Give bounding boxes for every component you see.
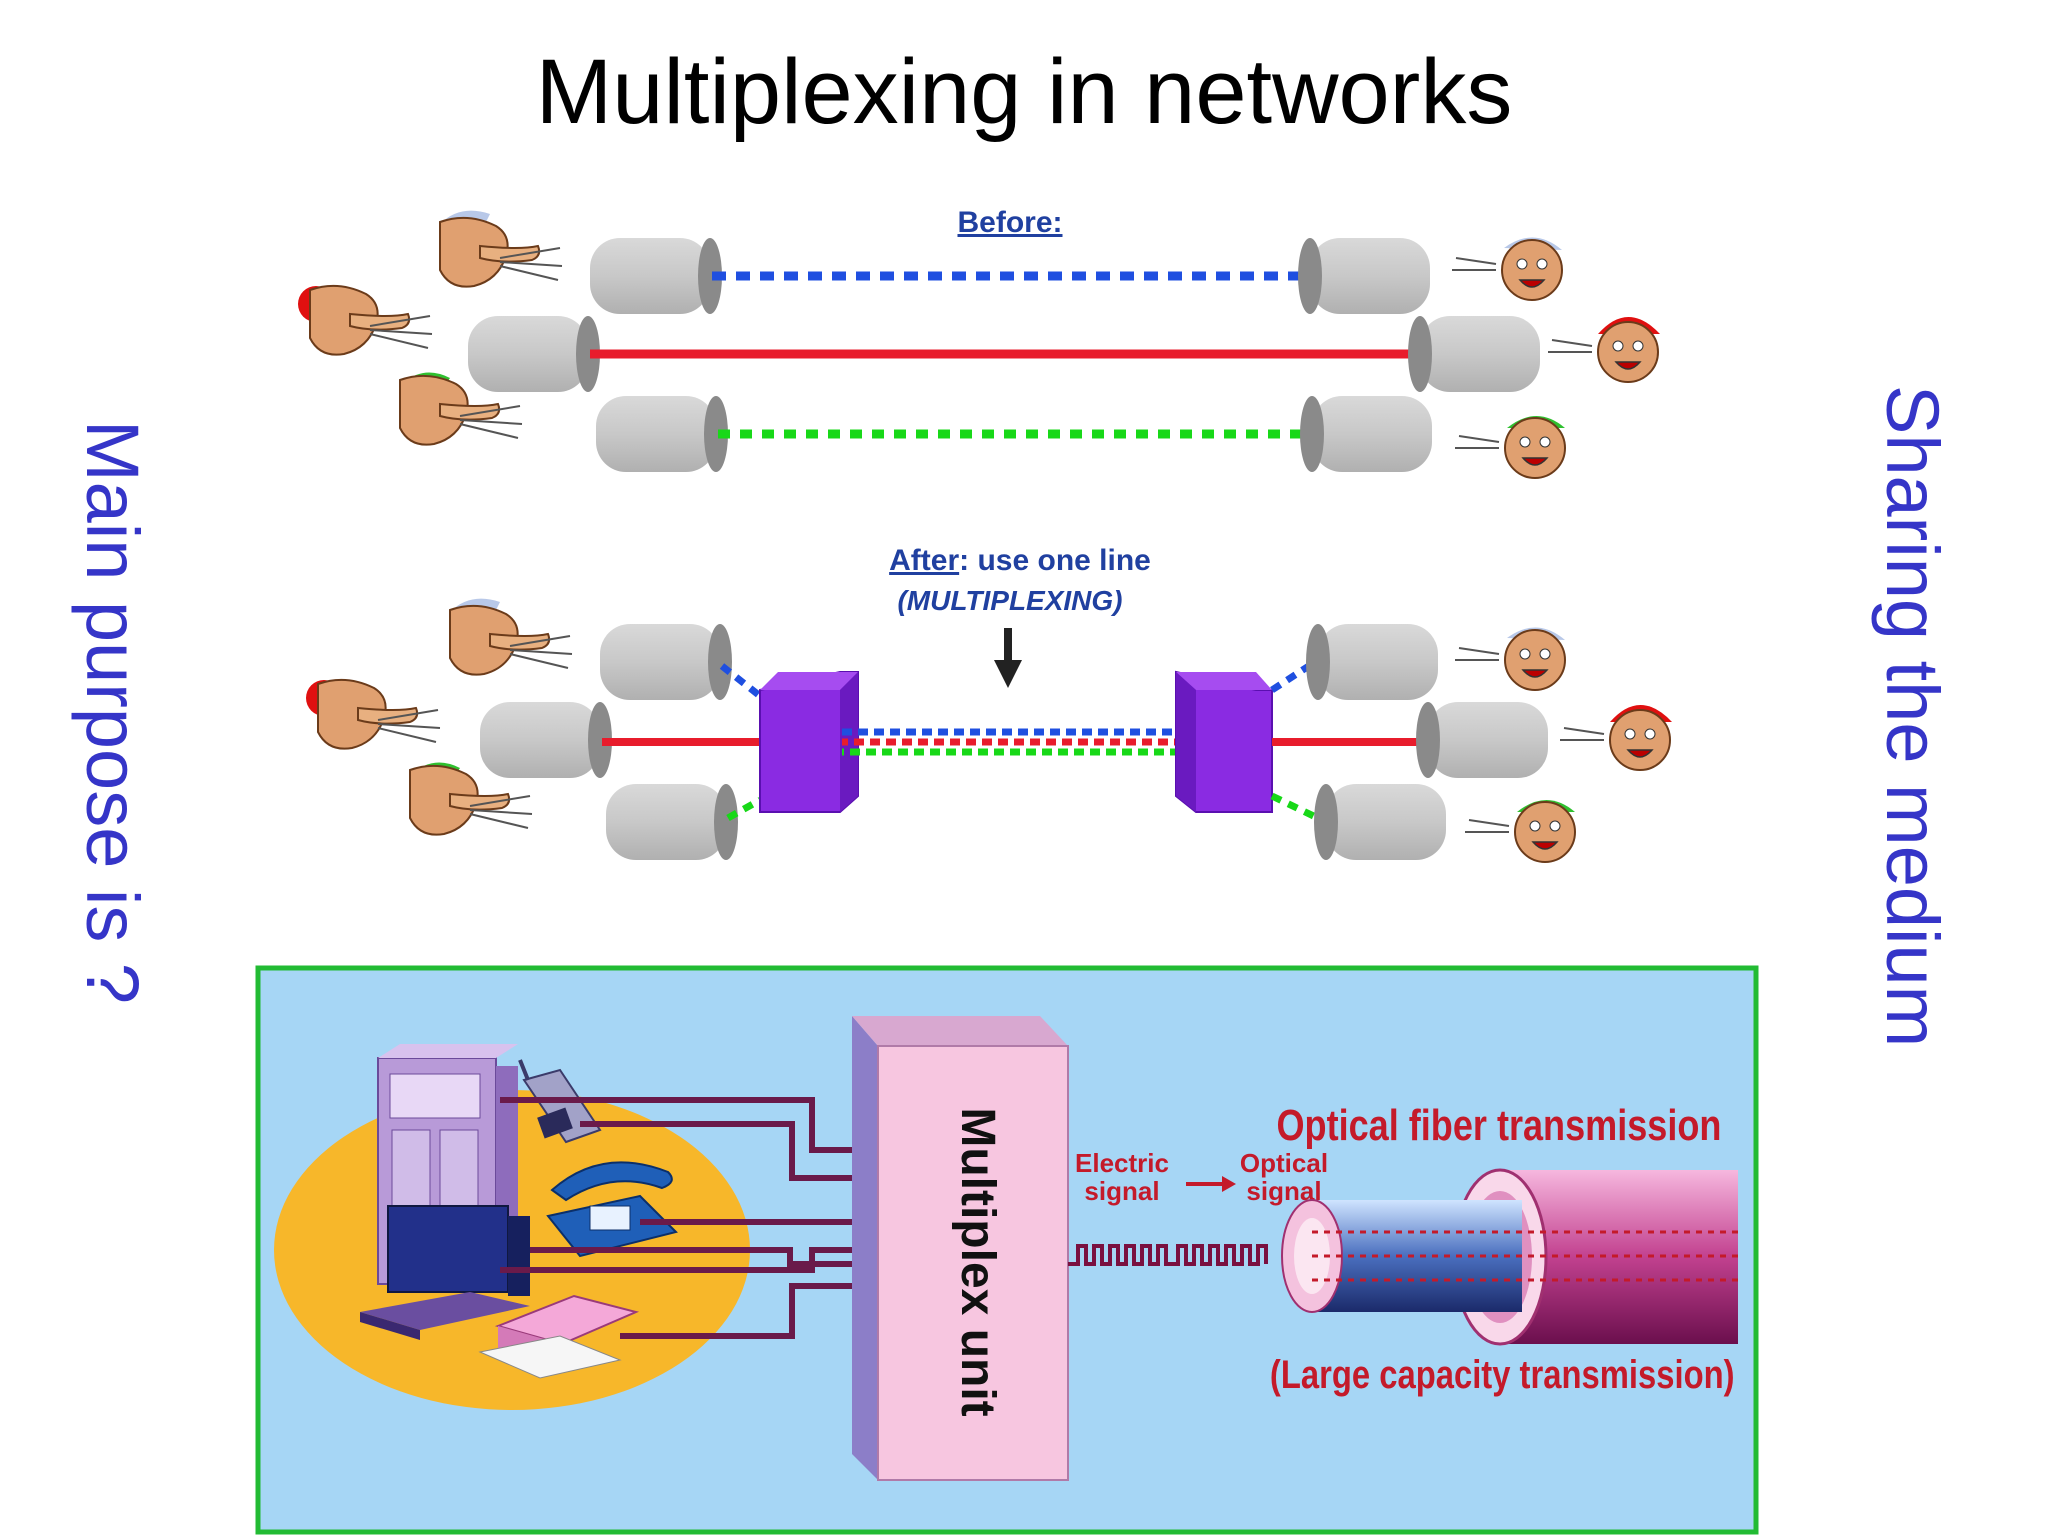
can-icon [1416, 702, 1548, 778]
mux-box-left [759, 671, 859, 813]
can-icon [596, 396, 728, 472]
signal-labels: Electric signal Optical signal [1075, 1148, 1328, 1206]
side-answer-label: Sharing the medium [1871, 385, 1954, 1048]
computer-icon [360, 1205, 530, 1340]
after-label-bold: After [889, 544, 959, 577]
side-question-label: Main purpose is ? [71, 420, 154, 1005]
multiplex-unit-label: Multiplex unit [951, 1107, 1004, 1416]
after-section: After: use one line (MULTIPLEXING) [306, 544, 1672, 863]
optical-panel: Multiplex unit Electric signal Optical s… [255, 965, 1759, 1535]
can-icon [468, 316, 600, 392]
before-row-blue [439, 210, 1563, 314]
optical-fiber-label: Optical fiber transmission [1277, 1101, 1722, 1150]
large-capacity-label: (Large capacity transmission) [1270, 1352, 1735, 1397]
can-icon [1306, 624, 1438, 700]
speaker-face-red [298, 284, 433, 356]
speaker-face-red [306, 678, 441, 750]
listener-face-blue [1454, 627, 1566, 691]
before-row-green [399, 372, 1566, 479]
optical-fiber-cable [1281, 1168, 1738, 1346]
device-wires [500, 1097, 868, 1339]
speaker-face-green [399, 372, 523, 446]
can-icon [590, 238, 722, 314]
can-icon [1408, 316, 1540, 392]
before-label: Before: [957, 206, 1062, 239]
can-icon [1300, 396, 1432, 472]
electric-signal-line1: Electric [1075, 1148, 1169, 1178]
electric-signal-line2: signal [1084, 1176, 1159, 1206]
after-label-sub: (MULTIPLEXING) [897, 585, 1122, 616]
listener-face-green [1464, 800, 1576, 863]
mux-box-right [1175, 670, 1273, 813]
after-label-rest: : use one line [959, 544, 1151, 577]
can-icon [1314, 784, 1446, 860]
speaker-face-blue [449, 598, 573, 676]
listener-face-blue [1451, 237, 1563, 301]
can-icon [606, 784, 738, 860]
can-icon [1298, 238, 1430, 314]
square-wave-signal [1068, 1244, 1268, 1266]
speaker-face-green [409, 762, 533, 836]
can-icon [600, 624, 732, 700]
optical-signal-line1: Optical [1240, 1148, 1328, 1178]
telephone-icon [546, 1161, 678, 1258]
before-section: Before: [298, 206, 1660, 479]
down-arrow-icon [994, 628, 1022, 688]
multiplexed-line [842, 728, 1180, 756]
speaker-face-blue [439, 210, 563, 288]
fax-printer-icon [478, 1294, 640, 1379]
before-row-red [298, 284, 1660, 392]
multiplex-unit-box: Multiplex unit [852, 1016, 1069, 1481]
can-icon [480, 702, 612, 778]
svg-text:After: use one line: After: use one line [889, 544, 1151, 577]
page-title: Multiplexing in networks [535, 41, 1513, 143]
listener-face-red [1559, 705, 1672, 771]
listener-face-red [1547, 317, 1660, 383]
listener-face-green [1454, 416, 1566, 479]
